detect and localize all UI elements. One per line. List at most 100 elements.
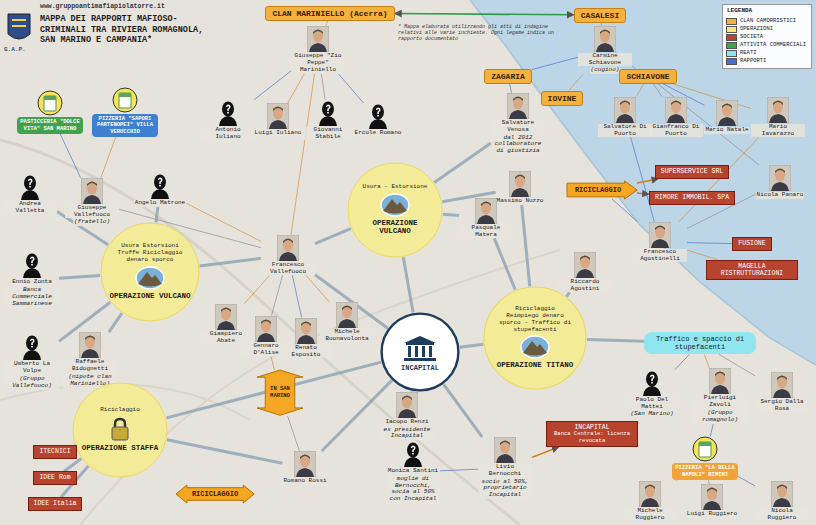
bank-label: INCAPITAL bbox=[401, 364, 439, 372]
person-name: Raffaele Bidognetti bbox=[63, 359, 117, 373]
operation-text: Usura - Estorsione bbox=[363, 184, 428, 191]
operation-text: Riciclaggio bbox=[100, 407, 140, 414]
company-box: IDEE Italia bbox=[28, 497, 83, 510]
business-badge: PASTICCERIA "DOLCE VITA" SAN MARINO bbox=[17, 90, 83, 134]
legend-text: OPERAZIONI bbox=[740, 26, 773, 33]
unknown-person bbox=[368, 103, 388, 129]
logo-emblem bbox=[8, 14, 30, 39]
operation-text: OPERAZIONE VULCANO bbox=[356, 219, 435, 236]
diagram-title: MAPPA DEI RAPPORTI MAFIOSO-CRIMINALI TRA… bbox=[40, 14, 210, 46]
person-node: Francesco Vallefuoco bbox=[261, 235, 315, 276]
person-name: Mario Natale bbox=[704, 127, 749, 134]
person-node: Pierluigi Zavoli(Gruppo romagnolo) bbox=[693, 368, 747, 424]
company-box: INCAPITALBanca Centrale: licenza revocat… bbox=[546, 421, 638, 447]
connector bbox=[444, 384, 483, 437]
company-label: RIMORE IMMOBIL. SPA bbox=[655, 194, 729, 201]
legend-item: SOCIETÀ bbox=[726, 34, 808, 41]
unknown-person-node: Giovanni Stabile bbox=[301, 100, 355, 141]
person-name: dal 2012 collaboratore di giustizia bbox=[491, 135, 545, 156]
person-name: Luigi Iuliano bbox=[254, 130, 303, 137]
connector bbox=[244, 275, 269, 303]
connector bbox=[59, 275, 100, 278]
person-name: socio al 50%, proprietario Incapital bbox=[478, 479, 532, 500]
logo-text: G.A.P. bbox=[4, 46, 26, 53]
company-box: SUPERSERVICE SRL bbox=[655, 165, 729, 178]
person-name: Francesco Agostinelli bbox=[633, 249, 687, 263]
person-photo bbox=[716, 100, 738, 126]
clan-label: ZAGARIA bbox=[491, 72, 525, 81]
person-name: Angelo Matrone bbox=[134, 200, 186, 207]
connector bbox=[403, 257, 413, 312]
clan-box: CASALESI bbox=[574, 8, 626, 23]
arrow-label: RICICLAGGIO bbox=[575, 186, 621, 194]
person-photo bbox=[771, 372, 793, 398]
unknown-person bbox=[22, 334, 42, 360]
person-node: Salvatore Venosadal 2012 collaboratore d… bbox=[491, 93, 545, 155]
person-photo bbox=[215, 304, 237, 330]
person-node: Michele Buonavolonta bbox=[320, 302, 374, 343]
clan-box: IOVINE bbox=[541, 91, 584, 106]
person-name: Nicola Panaro bbox=[756, 192, 805, 199]
person-photo bbox=[665, 97, 687, 123]
clan-label: IOVINE bbox=[548, 94, 577, 103]
unknown-person bbox=[20, 174, 40, 200]
company-label: FUSIONE bbox=[738, 240, 765, 247]
clan-box: CLAN MARINIELLO (Acerra) bbox=[265, 6, 394, 21]
connector bbox=[101, 137, 116, 178]
connector bbox=[167, 440, 282, 464]
person-node: Mario Natale bbox=[704, 100, 749, 134]
connector bbox=[532, 57, 578, 69]
unknown-person bbox=[22, 252, 42, 278]
connector bbox=[200, 258, 261, 266]
unknown-person bbox=[218, 100, 238, 126]
connector bbox=[440, 469, 478, 471]
company-box: MAGELLA RISTRUTTURAZIONI bbox=[706, 260, 798, 281]
operation-node: Usura - EstorsioneOPERAZIONE VULCANO bbox=[347, 162, 443, 258]
person-node: Raffaele Bidognetti(nipote clan Mariniel… bbox=[63, 332, 117, 388]
arrow-label: IN SAN MARINO bbox=[259, 386, 301, 399]
person-photo bbox=[475, 198, 497, 224]
person-node: Gianfranco Di Puorto bbox=[649, 97, 703, 138]
person-node: Nicola Ruggiero bbox=[755, 481, 809, 522]
person-node: Luigi Iuliano bbox=[254, 103, 303, 137]
person-photo bbox=[277, 235, 299, 261]
person-name: Ennio Zonta bbox=[11, 279, 53, 286]
watermark: www.gruppoantimafiapiolatorre.it bbox=[40, 3, 165, 10]
unknown-person-node: Ennio ZontaBanca Commerciale Sammarinese bbox=[5, 252, 59, 308]
clan-label: CASALESI bbox=[581, 11, 619, 20]
operation-icon bbox=[520, 335, 550, 359]
connector bbox=[532, 447, 559, 457]
legend-item: REATI bbox=[726, 50, 808, 57]
person-photo bbox=[614, 97, 636, 123]
person-photo bbox=[639, 481, 661, 507]
business-label: PASTICCERIA "DOLCE VITA" SAN MARINO bbox=[17, 117, 83, 134]
legend-item: ATTIVITÀ COMMERCIALI bbox=[726, 42, 808, 49]
connector bbox=[395, 14, 574, 15]
company-box: FUSIONE bbox=[732, 237, 771, 250]
connector bbox=[291, 74, 315, 235]
person-photo bbox=[701, 484, 723, 510]
person-name: Umberto La Volpe bbox=[5, 361, 59, 375]
connector bbox=[443, 214, 459, 215]
person-name: Francesco Vallefuoco bbox=[261, 262, 315, 276]
connector bbox=[522, 205, 530, 286]
person-photo bbox=[336, 302, 358, 328]
person-name: (Gruppo Vallefuoco) bbox=[5, 376, 59, 390]
legend-item: RAPPORTI bbox=[726, 58, 808, 65]
connector bbox=[460, 344, 484, 347]
arrow-label: RICICLAGGIO bbox=[192, 490, 238, 498]
person-name: Renato Esposito bbox=[279, 345, 333, 359]
connector bbox=[306, 275, 329, 301]
person-node: Pasquale Matera bbox=[459, 198, 513, 239]
footnote: * Mappa elaborata utilizzando gli atti d… bbox=[398, 24, 568, 42]
crime-label: Traffico e spaccio di stupefacenti bbox=[651, 335, 749, 352]
connector bbox=[292, 275, 301, 317]
legend-swatch bbox=[726, 58, 737, 65]
connector bbox=[254, 71, 291, 100]
person-name: (fratello) bbox=[73, 219, 111, 226]
connector bbox=[109, 313, 122, 332]
legend-swatch bbox=[726, 50, 737, 57]
unknown-person-node: Monica Santinimoglie di Bernocchi, socia… bbox=[386, 441, 440, 503]
person-photo bbox=[294, 451, 316, 477]
person-name: Riccardo Agostini bbox=[558, 279, 612, 293]
